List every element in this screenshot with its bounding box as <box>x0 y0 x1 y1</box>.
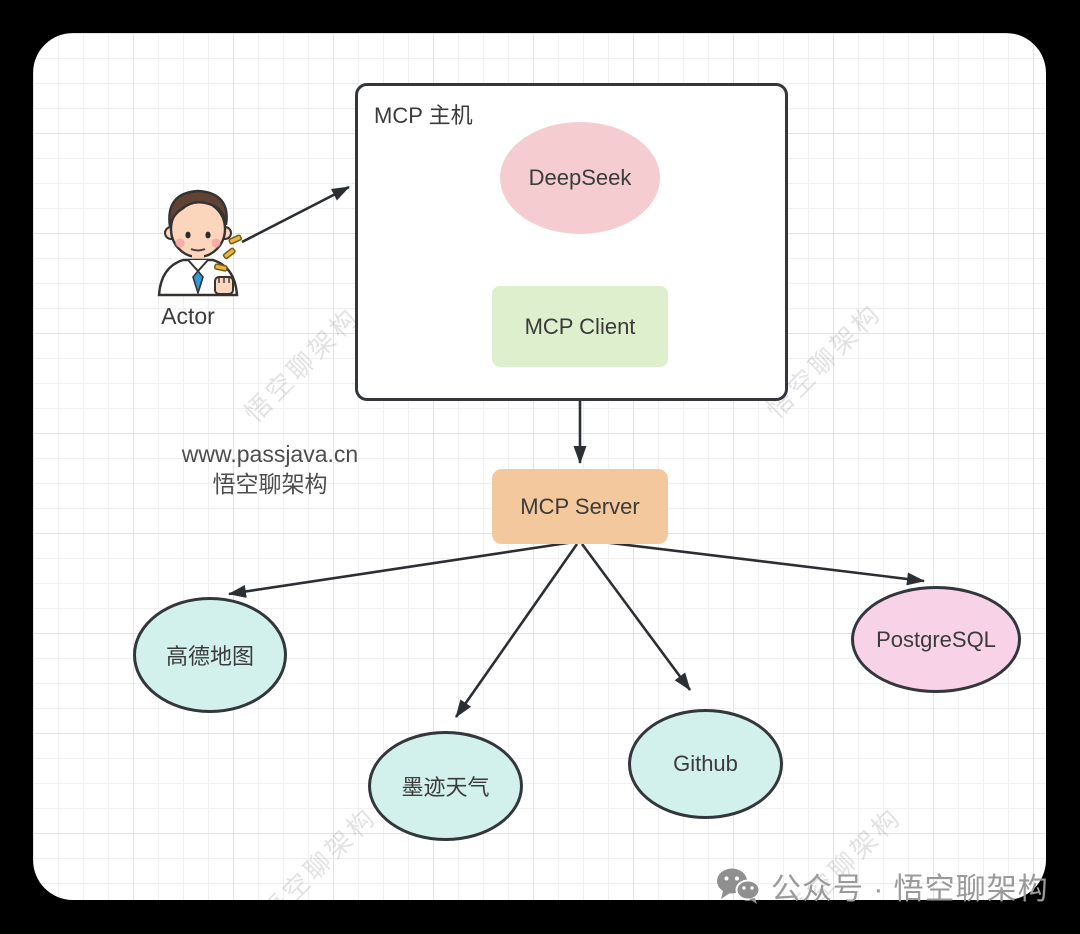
site-watermark: www.passjava.cn 悟空聊架构 <box>145 439 395 499</box>
node-moji-weather: 墨迹天气 <box>368 731 523 841</box>
node-mcp-server-label: MCP Server <box>520 493 640 519</box>
arrow-server-to-github <box>580 543 692 691</box>
mcp-host-title: MCP 主机 <box>374 103 473 128</box>
diagonal-watermark: 悟空聊架构 <box>255 800 383 900</box>
arrow-server-to-postgresql <box>585 538 925 586</box>
site-url: www.passjava.cn <box>181 441 359 467</box>
diagram-canvas: 悟空聊架构 悟空聊架构 悟空聊架构 悟空聊架构 MCP 主机 DeepSeek <box>33 33 1046 900</box>
node-deepseek: DeepSeek <box>500 122 660 234</box>
arrow-server-to-amap <box>228 540 575 598</box>
footer-credit: 公众号 · 悟空聊架构 <box>714 864 1049 908</box>
node-github-label: Github <box>673 751 738 776</box>
diagonal-watermark: 悟空聊架构 <box>238 300 366 429</box>
node-mcp-client-label: MCP Client <box>524 313 636 339</box>
actor-label: Actor <box>161 303 215 329</box>
arrow-server-to-moji <box>454 543 579 718</box>
footer-text: 公众号 · 悟空聊架构 <box>771 873 1049 906</box>
node-mcp-client: MCP Client <box>492 286 668 367</box>
actor-icon <box>149 183 249 305</box>
node-moji-weather-label: 墨迹天气 <box>401 775 490 800</box>
node-amap: 高德地图 <box>133 597 287 713</box>
node-postgresql-label: PostgreSQL <box>876 626 996 652</box>
node-postgresql: PostgreSQL <box>851 586 1021 693</box>
wechat-icon <box>714 865 762 907</box>
site-brand: 悟空聊架构 <box>212 471 328 497</box>
node-github: Github <box>628 709 783 819</box>
node-deepseek-label: DeepSeek <box>528 165 632 190</box>
node-amap-label: 高德地图 <box>165 644 254 669</box>
arrow-actor-to-host <box>241 185 350 244</box>
node-mcp-server: MCP Server <box>492 469 668 544</box>
